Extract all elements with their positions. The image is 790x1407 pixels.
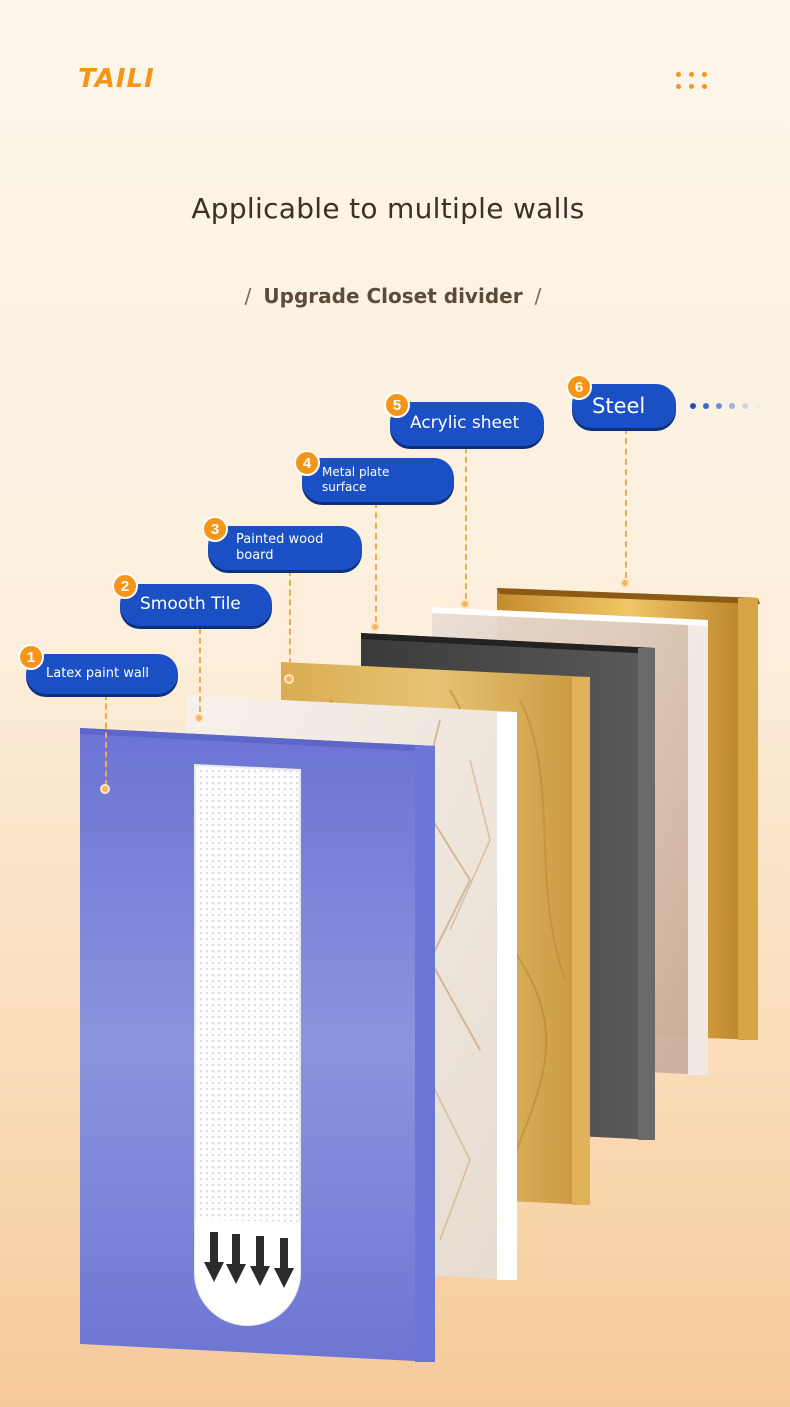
badge-1: 1 bbox=[18, 644, 44, 670]
badge-2: 2 bbox=[112, 573, 138, 599]
anchor-dot-1 bbox=[100, 784, 110, 794]
leader-line-5 bbox=[465, 447, 467, 599]
surface-tag-3: Painted wood board bbox=[208, 526, 362, 570]
badge-6: 6 bbox=[566, 374, 592, 400]
badge-5: 5 bbox=[384, 392, 410, 418]
leader-line-4 bbox=[375, 502, 377, 622]
adhesive-strip bbox=[193, 763, 301, 1326]
badge-3: 3 bbox=[202, 516, 228, 542]
page-subtitle: /Upgrade Closet divider/ bbox=[244, 284, 542, 308]
anchor-dot-3 bbox=[284, 674, 294, 684]
anchor-dot-4 bbox=[370, 622, 380, 632]
badge-4: 4 bbox=[294, 450, 320, 476]
page-title: Applicable to multiple walls bbox=[191, 192, 585, 225]
leader-line-2 bbox=[199, 628, 201, 712]
leader-line-1 bbox=[105, 694, 107, 786]
surface-tag-4: Metal plate surface bbox=[302, 458, 454, 502]
surface-tag-2: Smooth Tile bbox=[120, 584, 272, 626]
arrow-down-icons bbox=[204, 1232, 294, 1288]
anchor-dot-2 bbox=[194, 713, 204, 723]
latex-wall-panel bbox=[80, 728, 435, 1362]
brand-logo[interactable]: TAILI bbox=[78, 64, 155, 94]
more-dots-icon bbox=[690, 403, 770, 411]
dots-grid-icon[interactable] bbox=[676, 72, 708, 92]
leader-line-3 bbox=[289, 570, 291, 674]
anchor-dot-5 bbox=[460, 599, 470, 609]
leader-line-6 bbox=[625, 428, 627, 578]
anchor-dot-6 bbox=[620, 578, 630, 588]
surface-tag-1: Latex paint wall bbox=[26, 654, 178, 694]
surface-tag-5: Acrylic sheet bbox=[390, 402, 544, 446]
surface-tag-6: Steel bbox=[572, 384, 676, 428]
